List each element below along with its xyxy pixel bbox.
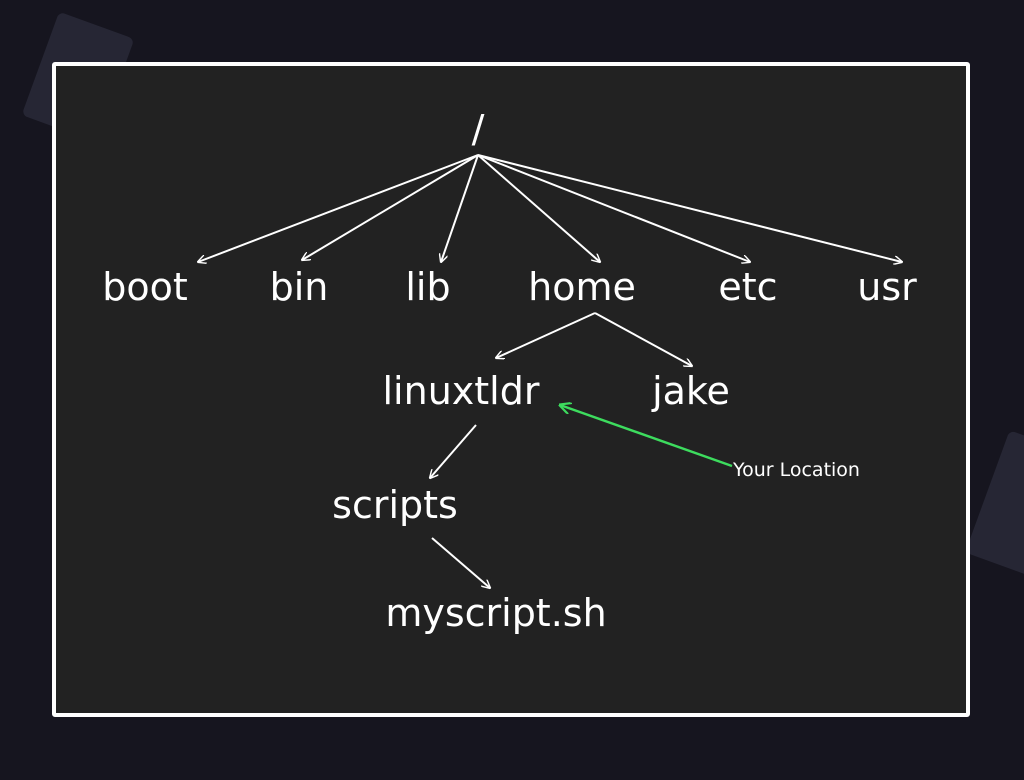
- node-boot: boot: [102, 265, 188, 309]
- node-scripts: scripts: [332, 483, 458, 527]
- your-location-label: Your Location: [732, 459, 860, 481]
- your-location-arrow: [560, 405, 733, 468]
- node-jake: jake: [651, 369, 730, 413]
- node-root: /: [472, 107, 485, 151]
- arrow-scripts-myscript: [431, 537, 490, 588]
- node-myscript: myscript.sh: [385, 591, 606, 635]
- node-lib: lib: [405, 265, 450, 309]
- arrow-home-jake: [594, 312, 692, 366]
- diagram-panel: [52, 62, 970, 717]
- node-usr: usr: [857, 265, 917, 309]
- node-bin: bin: [270, 265, 329, 309]
- node-linuxtldr: linuxtldr: [383, 369, 540, 413]
- node-etc: etc: [718, 265, 777, 309]
- arrow-linuxtldr-scripts: [430, 424, 477, 478]
- arrow-root-lib: [441, 154, 479, 262]
- arrow-root-bin: [302, 154, 479, 260]
- arrow-home-linuxtldr: [496, 312, 596, 358]
- arrow-root-boot: [198, 154, 479, 262]
- arrow-root-usr: [477, 154, 902, 262]
- arrow-root-etc: [477, 154, 750, 262]
- arrow-root-home: [477, 154, 600, 262]
- node-home: home: [528, 265, 636, 309]
